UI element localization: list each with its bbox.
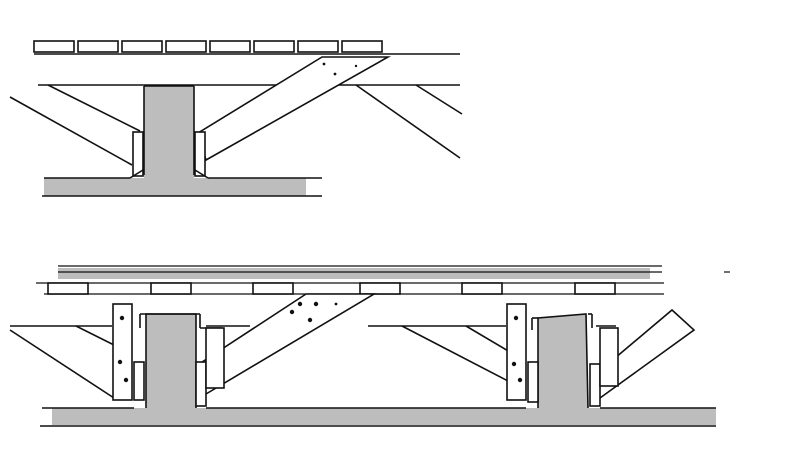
left-web-line: [9, 96, 133, 166]
top-slat: [209, 40, 251, 53]
side-plate: [506, 303, 527, 401]
top-slat: [165, 40, 207, 53]
bottom-slat: [252, 282, 294, 295]
bottom-slat: [574, 282, 616, 295]
plate-foot: [129, 169, 144, 179]
left-web-line: [9, 329, 115, 399]
top-detail: [9, 40, 463, 197]
fastener: [511, 361, 517, 367]
vertical-post: [144, 86, 194, 178]
side-plate: [132, 131, 144, 177]
bottom-slat: [150, 282, 192, 295]
top-slat: [253, 40, 295, 53]
side-plate: [194, 131, 206, 177]
side-plate: [195, 361, 207, 407]
diagonal-brace: [197, 56, 392, 162]
right-web-line: [355, 84, 461, 159]
fastener: [517, 377, 523, 383]
fastener: [119, 315, 125, 321]
vertical-post: [145, 313, 197, 408]
fastener: [297, 301, 303, 307]
side-plate: [527, 361, 539, 403]
plate-foot: [194, 169, 209, 179]
bottom-slat: [461, 282, 503, 295]
bottom-slat: [47, 282, 89, 295]
fastener: [289, 309, 295, 315]
vertical-post: [537, 313, 589, 409]
top-chord-band: [58, 268, 650, 279]
fastener: [322, 62, 326, 66]
left-web-line: [75, 325, 117, 347]
bottom-detail: [9, 265, 730, 427]
fastener: [513, 315, 519, 321]
left-web-line: [47, 84, 141, 132]
top-slat: [341, 40, 383, 53]
fastener: [307, 317, 313, 323]
top-slat: [33, 40, 75, 53]
middle-web-line: [465, 325, 511, 353]
side-plate: [112, 303, 133, 401]
bottom-chord-fill: [52, 408, 716, 425]
middle-web-line: [401, 325, 511, 383]
side-plate: [205, 327, 225, 389]
bottom-slat-row: [47, 282, 616, 295]
top-slat: [77, 40, 119, 53]
fastener: [354, 64, 358, 68]
side-plate: [589, 363, 601, 407]
fastener: [117, 359, 123, 365]
top-slat: [121, 40, 163, 53]
fastener: [334, 302, 338, 306]
fastener: [123, 377, 129, 383]
fastener: [313, 301, 319, 307]
right-web-line: [415, 84, 463, 115]
bottom-slat: [359, 282, 401, 295]
top-slat-row: [33, 40, 383, 53]
side-plate: [133, 361, 145, 401]
side-plate: [599, 327, 619, 387]
top-slat: [297, 40, 339, 53]
bottom-chord-fill: [44, 178, 306, 196]
fastener: [333, 72, 337, 76]
